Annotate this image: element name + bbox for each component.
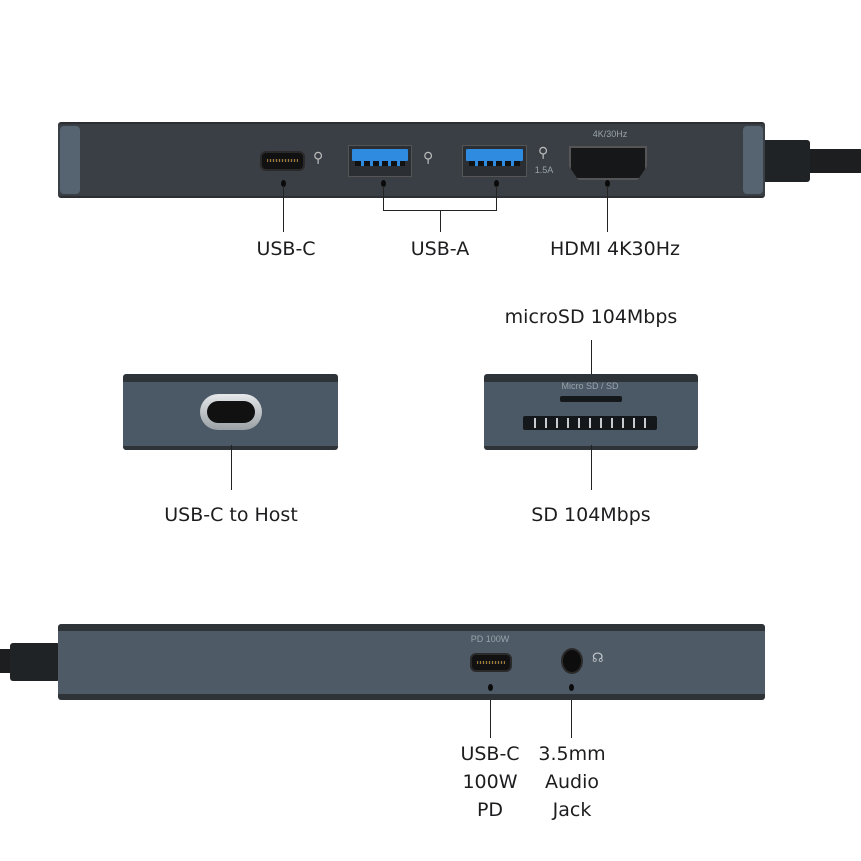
usb-a-label: USB-A [410,238,470,260]
usb-c-port [260,151,305,171]
callout-line [591,340,592,394]
label-line: Jack [552,799,592,821]
card-slot-marking: Micro SD / SD [561,381,619,391]
headphone-icon: ☊ [592,651,604,666]
usb-c-pd-label: USB-C 100W PD [460,740,519,824]
label-line: 100W [462,771,518,793]
microsd-label: microSD 104Mbps [504,306,678,328]
label-line: Audio [544,771,600,793]
usb-a-port-1 [348,145,412,177]
callout-line [571,700,572,738]
pd-marking: PD 100W [470,634,510,644]
usb-a-current-marking: 1.5A [534,165,554,175]
cable-connector [762,140,810,182]
hdmi-label: HDMI 4K30Hz [550,238,680,260]
callout-line [231,445,232,490]
label-line: USB-C [460,743,520,765]
callout-dot [494,180,499,187]
usb-c-host-port [200,394,262,430]
callout-dot [569,684,574,691]
hdmi-port [569,146,647,180]
audio-jack-label: 3.5mm Audio Jack [538,740,605,824]
audio-jack [561,648,583,674]
callout-line [591,445,592,490]
usb-a-port-2 [462,145,527,177]
usb-c-label: USB-C [256,238,316,260]
callout-dot [488,684,493,691]
usb-c-host-label: USB-C to Host [164,504,298,526]
usb-c-pd-port [470,653,512,672]
callout-line [383,186,384,210]
end-cap-left [60,126,80,194]
end-cap-right [743,126,763,194]
microsd-slot [560,396,622,402]
usb-icon: ⚲ [423,150,434,166]
callout-dot [605,180,610,187]
callout-dot [281,180,286,187]
usb-icon: ⚲ [313,150,324,166]
usb-icon: ⚲ [538,145,549,161]
sd-label: SD 104Mbps [531,504,651,526]
callout-line [283,186,284,232]
callout-dot [381,180,386,187]
cable-connector [10,643,60,681]
callout-line [496,186,497,210]
sd-slot [523,416,657,430]
callout-line [607,186,608,232]
callout-line [490,700,491,738]
hdmi-marking: 4K/30Hz [592,129,628,139]
hub-body [58,624,765,700]
label-line: PD [476,799,504,821]
callout-line [440,210,441,232]
label-line: 3.5mm [538,743,606,765]
